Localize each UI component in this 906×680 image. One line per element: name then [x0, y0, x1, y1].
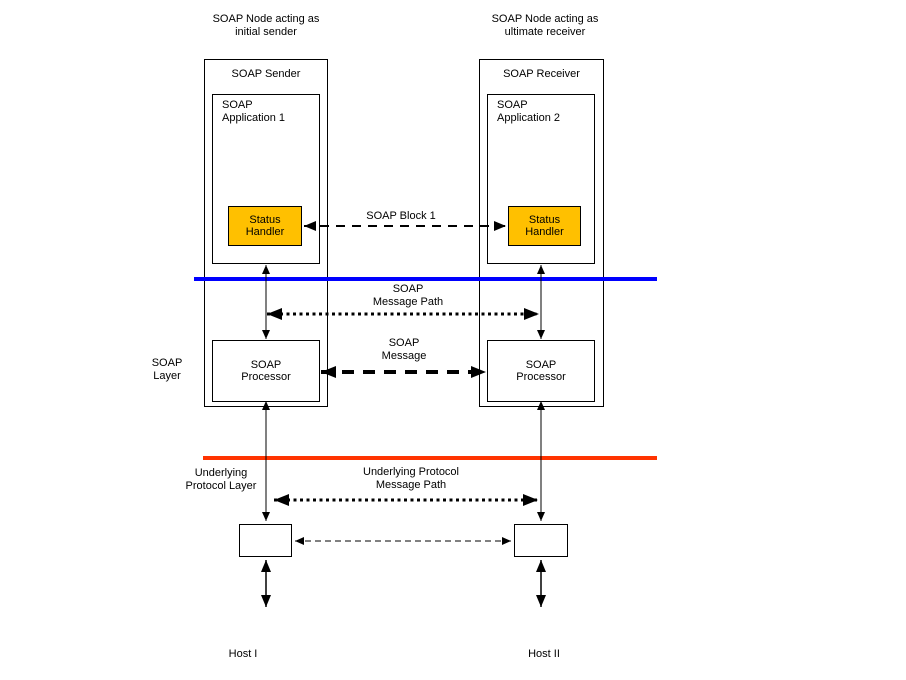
host-2-label: Host II	[528, 648, 560, 660]
underlying-protocol-box-left	[239, 524, 292, 557]
soap-receiver-label: SOAP Receiver	[503, 68, 580, 80]
soap-processor-box-sender: SOAP Processor	[212, 340, 320, 402]
soap-layer-separator-line	[194, 277, 657, 281]
host-1-label: Host I	[228, 648, 258, 660]
soap-processor-label: Processor	[516, 371, 566, 383]
underlying-protocol-box-right	[514, 524, 568, 557]
soap-application-2-label: SOAP Application 2	[497, 99, 560, 124]
status-handler-label: Handler	[525, 226, 564, 238]
receiver-node-title: SOAP Node acting as ultimate receiver	[491, 13, 599, 38]
sender-node-title: SOAP Node acting as initial sender	[212, 13, 320, 38]
soap-processor-box-receiver: SOAP Processor	[487, 340, 595, 402]
soap-sender-label: SOAP Sender	[231, 68, 301, 80]
soap-message-path-label: SOAP Message Path	[372, 283, 444, 308]
status-handler-box-receiver: Status Handler	[508, 206, 581, 246]
underlying-protocol-layer-label: Underlying Protocol Layer	[185, 467, 257, 492]
soap-processor-label: Processor	[241, 371, 291, 383]
status-handler-box-sender: Status Handler	[228, 206, 302, 246]
soap-processor-label: SOAP	[250, 359, 282, 371]
soap-processor-label: SOAP	[525, 359, 557, 371]
status-handler-label: Status	[249, 214, 281, 226]
underlying-message-path-label: Underlying Protocol Message Path	[363, 466, 459, 491]
status-handler-label: Status	[528, 214, 561, 226]
soap-layer-label: SOAP Layer	[151, 357, 183, 382]
soap-application-1-label: SOAP Application 1	[222, 99, 285, 124]
soap-block-label: SOAP Block 1	[366, 210, 436, 222]
protocol-layer-separator-line	[203, 456, 657, 460]
status-handler-label: Handler	[245, 226, 285, 238]
soap-message-label: SOAP Message	[381, 337, 427, 362]
